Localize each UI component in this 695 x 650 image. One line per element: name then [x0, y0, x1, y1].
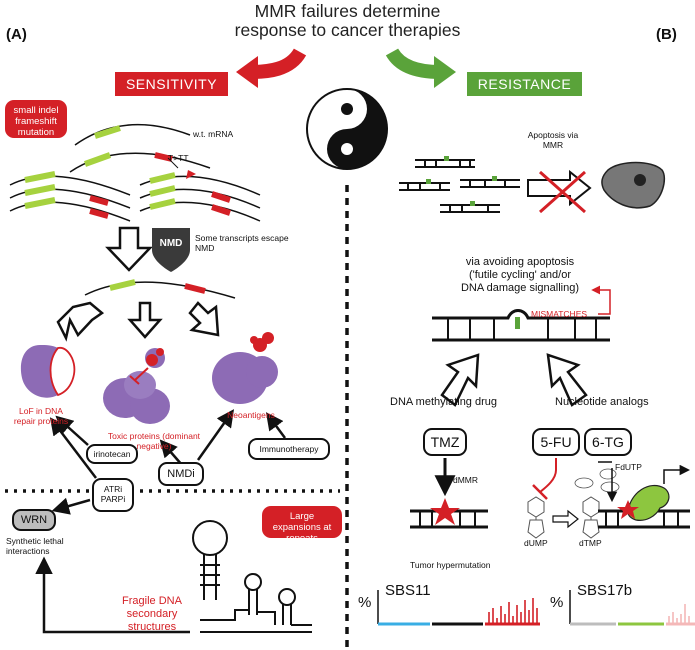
fragile-to-wrn	[35, 556, 190, 634]
synthetic-lethal-label: Synthetic lethal interactions	[6, 536, 64, 556]
escape-nmd-label: Some transcripts escape NMD	[195, 233, 289, 253]
block-cross-icon	[539, 170, 586, 214]
arrow-nuc-to-mismatch	[546, 353, 588, 407]
immuno-to-neo	[265, 412, 287, 439]
resistance-arrowhead	[434, 56, 456, 88]
sbs11-plot	[377, 590, 540, 626]
nucleotide-analogs-label: Nucleotide analogs	[555, 396, 649, 408]
fu-inhibition-line	[539, 458, 557, 493]
fdutp-label: FdUTP	[615, 462, 642, 472]
atri-to-wrn	[51, 497, 91, 515]
escaped-transcript	[84, 281, 236, 299]
mrna-transcripts	[9, 124, 261, 222]
incorporation-star-icon	[617, 500, 639, 519]
fu-box[interactable]: 5-FU	[532, 428, 580, 456]
wrn-box[interactable]: WRN	[12, 509, 56, 531]
transcription-arrow	[663, 464, 691, 484]
toxic-proteins-label: Toxic proteins (dominant negative)	[107, 431, 201, 451]
mismatches-label: MISMATCHES	[531, 309, 588, 319]
dump-molecule-icon	[527, 496, 545, 539]
wt-mrna-label: w.t. mRNA	[193, 129, 234, 139]
dna-hairpin-structures	[192, 520, 312, 633]
sensitivity-tag: SENSITIVITY	[115, 72, 228, 96]
dmmr-label: dMMR	[453, 475, 479, 485]
nmd-label: NMD	[159, 238, 183, 249]
down-hollow-arrow	[105, 226, 153, 272]
arrow-to-lof	[56, 301, 105, 342]
avoid-line-2: ('futile cycling' and/or	[468, 269, 572, 281]
percent-label-sbs11: %	[358, 594, 372, 611]
arrow-to-neo	[188, 301, 220, 337]
neoantigens-label: Neoantigens	[227, 410, 275, 420]
panel-label-a: (A)	[6, 26, 27, 43]
nmdi-to-toxic	[159, 439, 183, 466]
avoid-line-1: via avoiding apoptosis	[465, 256, 575, 268]
apoptotic-cell-icon	[601, 161, 666, 209]
lof-label: LoF in DNA repair proteins	[13, 406, 69, 426]
avoid-line-3: DNA damage signalling)	[460, 282, 579, 294]
atri-label: ATRi	[103, 484, 123, 494]
dump-label: dUMP	[524, 538, 548, 548]
avoid-apoptosis-text: via avoiding apoptosis ('futile cycling'…	[445, 256, 595, 295]
dna-duplexes	[399, 159, 520, 213]
sensitivity-arrowhead	[236, 56, 258, 88]
apoptosis-mmr-label: Apoptosis via MMR	[527, 130, 579, 150]
immunotherapy-box[interactable]: Immunotherapy	[248, 438, 330, 460]
figure-title: MMR failures determine response to cance…	[0, 2, 695, 40]
panel-label-b: (B)	[656, 26, 677, 43]
neoantigen-protein-icon	[212, 332, 278, 404]
resistance-tag: RESISTANCE	[467, 72, 582, 96]
title-line-2: response to cancer therapies	[234, 20, 461, 40]
nmdi-to-neo	[196, 409, 235, 461]
sbs17b-label: SBS17b	[577, 582, 633, 599]
arrow-meth-to-mismatch	[440, 353, 480, 407]
percent-label-sbs17b: %	[550, 594, 564, 611]
dna-methylating-label: DNA methylating drug	[390, 396, 497, 408]
title-line-1: MMR failures determine	[254, 1, 441, 21]
atri-to-lof	[49, 417, 97, 479]
mutation-label: T>TT	[168, 153, 189, 163]
parpi-label: PARPi	[100, 494, 126, 504]
yin-yang-icon	[306, 88, 388, 170]
toxic-protein-icon	[103, 348, 170, 424]
mutation-marker	[186, 170, 196, 179]
methylation-star-icon	[430, 498, 460, 525]
sbs17b-plot	[569, 590, 695, 626]
irinotecan-box[interactable]: irinotecan	[86, 444, 138, 464]
indel-frameshift-pill: small indel frameshift mutation	[5, 100, 67, 138]
atri-parpi-box[interactable]: ATRi PARPi	[92, 478, 134, 512]
nmd-shield-icon	[152, 228, 190, 272]
tmz-box[interactable]: TMZ	[423, 428, 467, 456]
sbs11-label: SBS11	[385, 582, 431, 599]
tumor-hypermutation-label: Tumor hypermutation	[410, 560, 491, 570]
tg-box[interactable]: 6-TG	[584, 428, 632, 456]
lof-protein-icon	[20, 345, 76, 398]
nmdi-box[interactable]: NMDi	[158, 462, 204, 486]
mismatch-feedback-arrow	[591, 285, 611, 315]
dump-to-dtmp-arrow	[552, 509, 579, 529]
fragile-dna-label: Fragile DNA secondary structures	[122, 595, 182, 633]
mismatch-dna	[432, 309, 610, 342]
large-expansions-pill: Large expansions at repeats	[262, 506, 342, 544]
arrow-to-toxic	[127, 301, 163, 339]
resistance-curve-arrow	[385, 47, 441, 79]
dtmp-label: dTMP	[579, 538, 602, 548]
polymerase-icon	[627, 484, 670, 521]
dtmp-molecule-icon	[582, 496, 600, 539]
